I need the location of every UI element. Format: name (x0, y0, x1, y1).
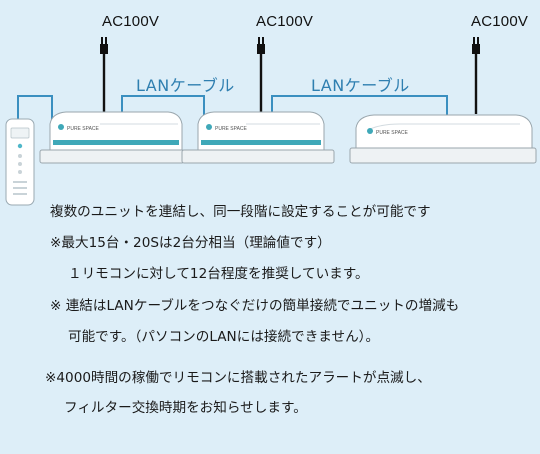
power-label-3: AC100V (471, 13, 529, 30)
note-line-6: ※4000時間の稼働でリモコンに搭載されたアラートが点滅し、 (45, 370, 431, 386)
note-line-4: ※ 連結はLANケーブルをつなぐだけの簡単接続でユニットの増減も (50, 298, 460, 314)
power-label-2: AC100V (256, 13, 314, 30)
power-label-1: AC100V (102, 13, 160, 30)
air-unit-3: PURE SPACE (349, 114, 537, 164)
lan-cables (17, 95, 448, 120)
power-plug-2 (257, 37, 265, 114)
lan-cable-2 (271, 95, 448, 116)
note-line-1: 複数のユニットを連結し、同一段階に設定することが可能です (50, 204, 431, 220)
lan-cable-label-2: LANケーブル (311, 76, 410, 95)
air-unit-2: PURE SPACE (181, 111, 335, 164)
note-line-2: ※最大15台・20Sは2台分相当（理論値です） (50, 235, 331, 251)
unit-3-brand: PURE SPACE (376, 130, 409, 136)
lan-cable-label-1: LANケーブル (136, 76, 235, 95)
remote-controller (5, 118, 35, 206)
note-line-7: フィルター交換時期をお知らせします。 (64, 400, 307, 416)
power-plug-3 (472, 37, 480, 114)
note-line-3: １リモコンに対して12台程度を推奨しています。 (68, 266, 369, 282)
unit-1-brand: PURE SPACE (67, 126, 100, 132)
power-plug-1 (100, 37, 108, 112)
lan-cable-remote (17, 95, 53, 120)
lan-cable-1 (121, 95, 205, 116)
note-line-5: 可能です。（パソコンのLANには接続できません）。 (68, 329, 380, 345)
unit-2-brand: PURE SPACE (215, 126, 248, 132)
air-unit-1: PURE SPACE (39, 111, 185, 164)
power-cords (100, 37, 480, 114)
